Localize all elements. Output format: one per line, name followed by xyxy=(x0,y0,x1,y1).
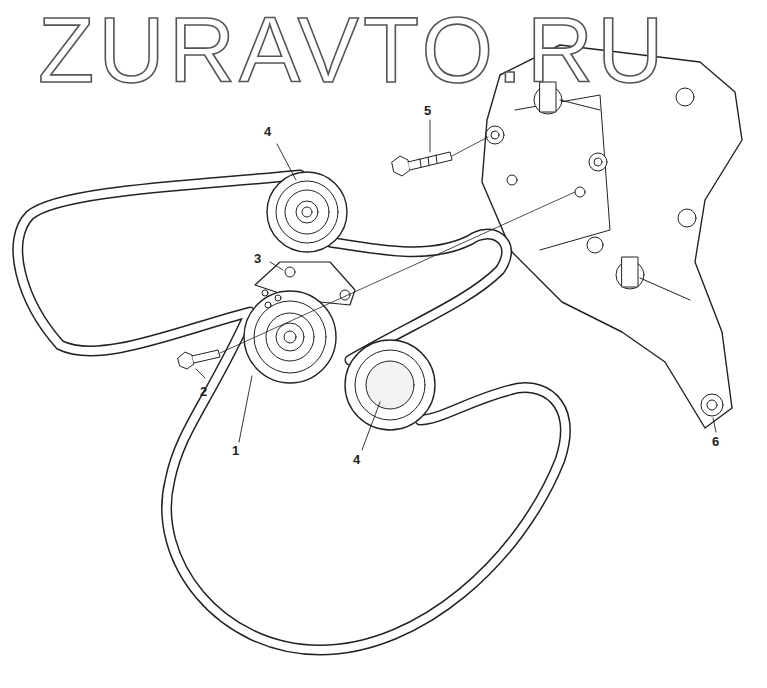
callout-number: 2 xyxy=(200,385,207,398)
callout-number: 5 xyxy=(424,104,431,117)
callout-number: 6 xyxy=(712,435,719,448)
watermark: ZURAVTO.RU xyxy=(38,4,668,96)
callout-number: 1 xyxy=(232,444,239,457)
callout-number: 3 xyxy=(254,252,261,265)
callout-number: 4 xyxy=(353,453,360,466)
callout-number: 4 xyxy=(264,125,271,138)
